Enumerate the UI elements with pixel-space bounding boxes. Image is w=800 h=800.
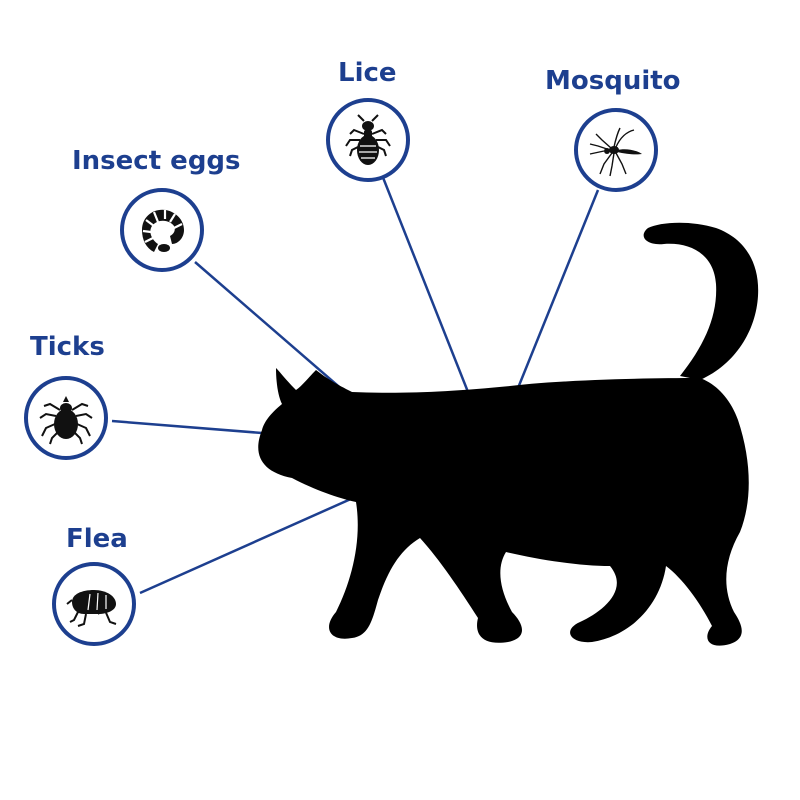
badge-mosquito bbox=[574, 108, 658, 192]
flea-icon bbox=[64, 574, 124, 634]
badge-insect-eggs bbox=[120, 188, 204, 272]
badge-flea bbox=[52, 562, 136, 646]
label-lice: Lice bbox=[338, 60, 397, 86]
mosquito-icon bbox=[586, 120, 646, 180]
connector-flea bbox=[140, 494, 362, 593]
label-ticks: Ticks bbox=[30, 334, 105, 360]
larva-icon bbox=[132, 200, 192, 260]
cat-silhouette-icon bbox=[258, 223, 758, 646]
connector-ticks bbox=[112, 421, 262, 433]
tick-icon bbox=[36, 388, 96, 448]
label-flea: Flea bbox=[66, 526, 128, 552]
badge-ticks bbox=[24, 376, 108, 460]
label-insect-eggs: Insect eggs bbox=[72, 148, 241, 174]
label-mosquito: Mosquito bbox=[545, 68, 681, 94]
connector-insect-eggs bbox=[195, 262, 352, 398]
connector-lice bbox=[382, 175, 468, 392]
connector-mosquito bbox=[518, 190, 598, 388]
badge-lice bbox=[326, 98, 410, 182]
louse-icon bbox=[338, 110, 398, 170]
